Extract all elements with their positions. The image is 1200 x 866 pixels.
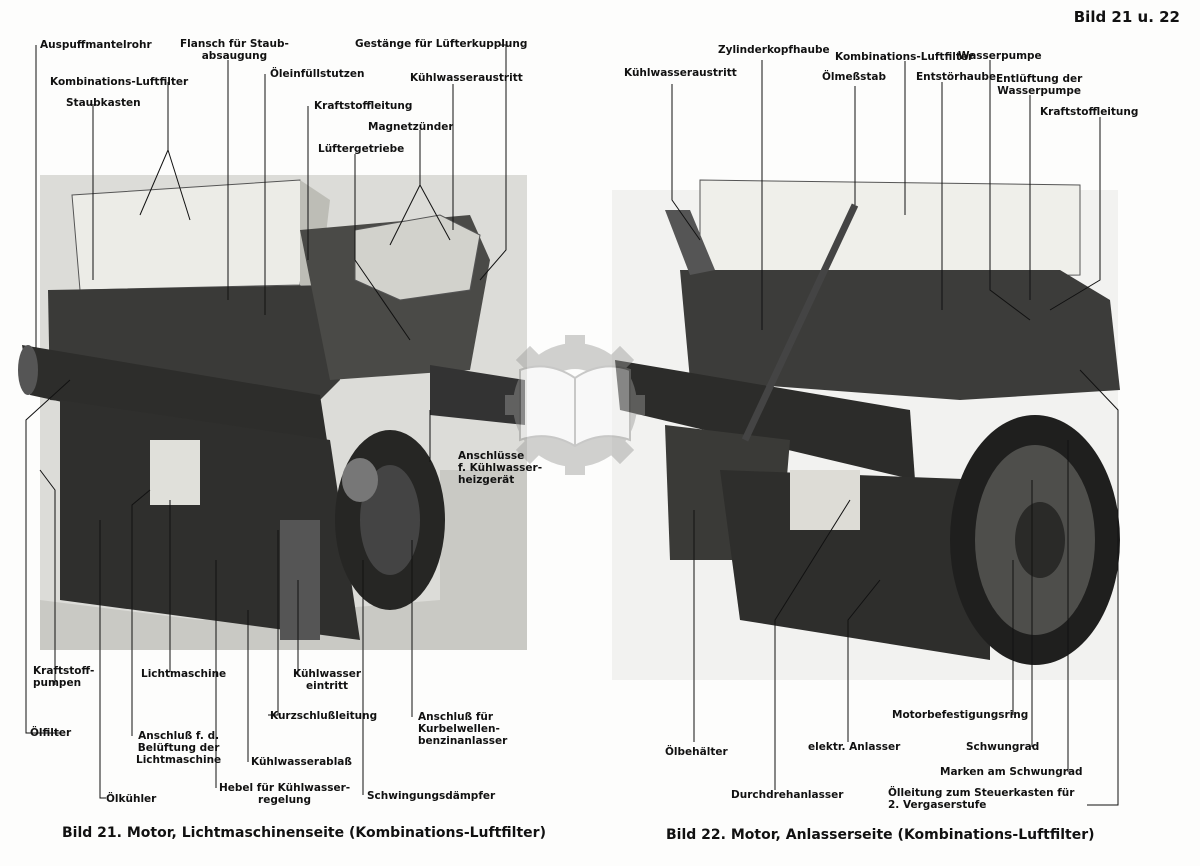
label-durchdrehanlasser: Durchdrehanlasser bbox=[731, 789, 844, 801]
label-anschluss-belueftung: Anschluß f. d. Belüftung der Lichtmaschi… bbox=[136, 730, 222, 766]
leader-lines-left bbox=[25, 44, 507, 799]
label-staubkasten: Staubkasten bbox=[66, 97, 141, 109]
label-entstoerhaube: Entstörhaube bbox=[916, 71, 997, 83]
label-oelkuehler: Ölkühler bbox=[106, 793, 157, 805]
label-flansch-staubabsaugung: Flansch für Staub- absaugung bbox=[180, 38, 289, 62]
label-kombinations-luftfilter-right: Kombinations-Luftfilter bbox=[835, 51, 974, 63]
label-oelbehaelter: Ölbehälter bbox=[665, 746, 728, 758]
caption-bild-22: Bild 22. Motor, Anlasserseite (Kombinati… bbox=[666, 827, 1095, 843]
label-hebel-kuehlwasserregelung: Hebel für Kühlwasser- regelung bbox=[219, 782, 351, 806]
label-kuehlwasseraustritt-left: Kühlwasseraustritt bbox=[410, 72, 523, 84]
label-kuehlwasseraustritt-right: Kühlwasseraustritt bbox=[624, 67, 737, 79]
label-kuehlwasserablass: Kühlwasserablaß bbox=[251, 756, 352, 768]
label-lichtmaschine: Lichtmaschine bbox=[141, 668, 227, 680]
page-number: Bild 21 u. 22 bbox=[1073, 8, 1180, 26]
label-elektr-anlasser: elektr. Anlasser bbox=[808, 741, 901, 753]
label-magnetzuender: Magnetzünder bbox=[368, 121, 454, 133]
watermark-emblem bbox=[505, 335, 645, 475]
label-kurzschlussleitung: Kurzschlußleitung bbox=[270, 710, 378, 722]
caption-bild-21: Bild 21. Motor, Lichtmaschinenseite (Kom… bbox=[62, 825, 546, 841]
label-marken-schwungrad: Marken am Schwungrad bbox=[940, 766, 1083, 778]
label-entlueftung-wasserpumpe: Entlüftung der Wasserpumpe bbox=[996, 73, 1083, 97]
label-kraftstoffleitung-right: Kraftstoffleitung bbox=[1040, 106, 1139, 118]
label-kuehlwasser-eintritt: Kühlwasser eintritt bbox=[293, 668, 362, 692]
label-oeleinfuellstutzen: Öleinfüllstutzen bbox=[270, 68, 365, 80]
label-anschluesse-heizgeraet: Anschlüsse f. Kühlwasser- heizgerät bbox=[458, 450, 543, 486]
label-motorbefestigungsring: Motorbefestigungsring bbox=[892, 709, 1029, 721]
label-wasserpumpe: Wasserpumpe bbox=[958, 50, 1042, 62]
label-anschluss-kurbelwellen: Anschluß für Kurbelwellen- benzinanlasse… bbox=[418, 711, 508, 747]
label-oelfilter: Ölfilter bbox=[30, 727, 72, 739]
label-kraftstoffleitung-left: Kraftstoffleitung bbox=[314, 100, 413, 112]
label-auspuffmantelrohr: Auspuffmantelrohr bbox=[40, 39, 152, 51]
label-oelleitung-steuerkasten: Ölleitung zum Steuerkasten für 2. Vergas… bbox=[888, 787, 1075, 811]
label-kombinations-luftfilter-left: Kombinations-Luftfilter bbox=[50, 76, 189, 88]
engine-photo-left bbox=[18, 175, 527, 650]
label-schwingungsdaempfer: Schwingungsdämpfer bbox=[367, 790, 496, 802]
label-gestaenge-luefterkupplung: Gestänge für Lüfterkupplung bbox=[355, 38, 528, 50]
label-kraftstoffpumpen: Kraftstoff- pumpen bbox=[33, 665, 95, 689]
label-zylinderkopfhaube: Zylinderkopfhaube bbox=[718, 44, 830, 56]
engine-photo-right bbox=[612, 179, 1120, 680]
label-oelmessstab: Ölmeßstab bbox=[822, 71, 887, 83]
label-schwungrad: Schwungrad bbox=[966, 741, 1040, 753]
leader-lines-right bbox=[671, 60, 1119, 806]
label-lueftergetriebe: Lüftergetriebe bbox=[318, 143, 405, 155]
